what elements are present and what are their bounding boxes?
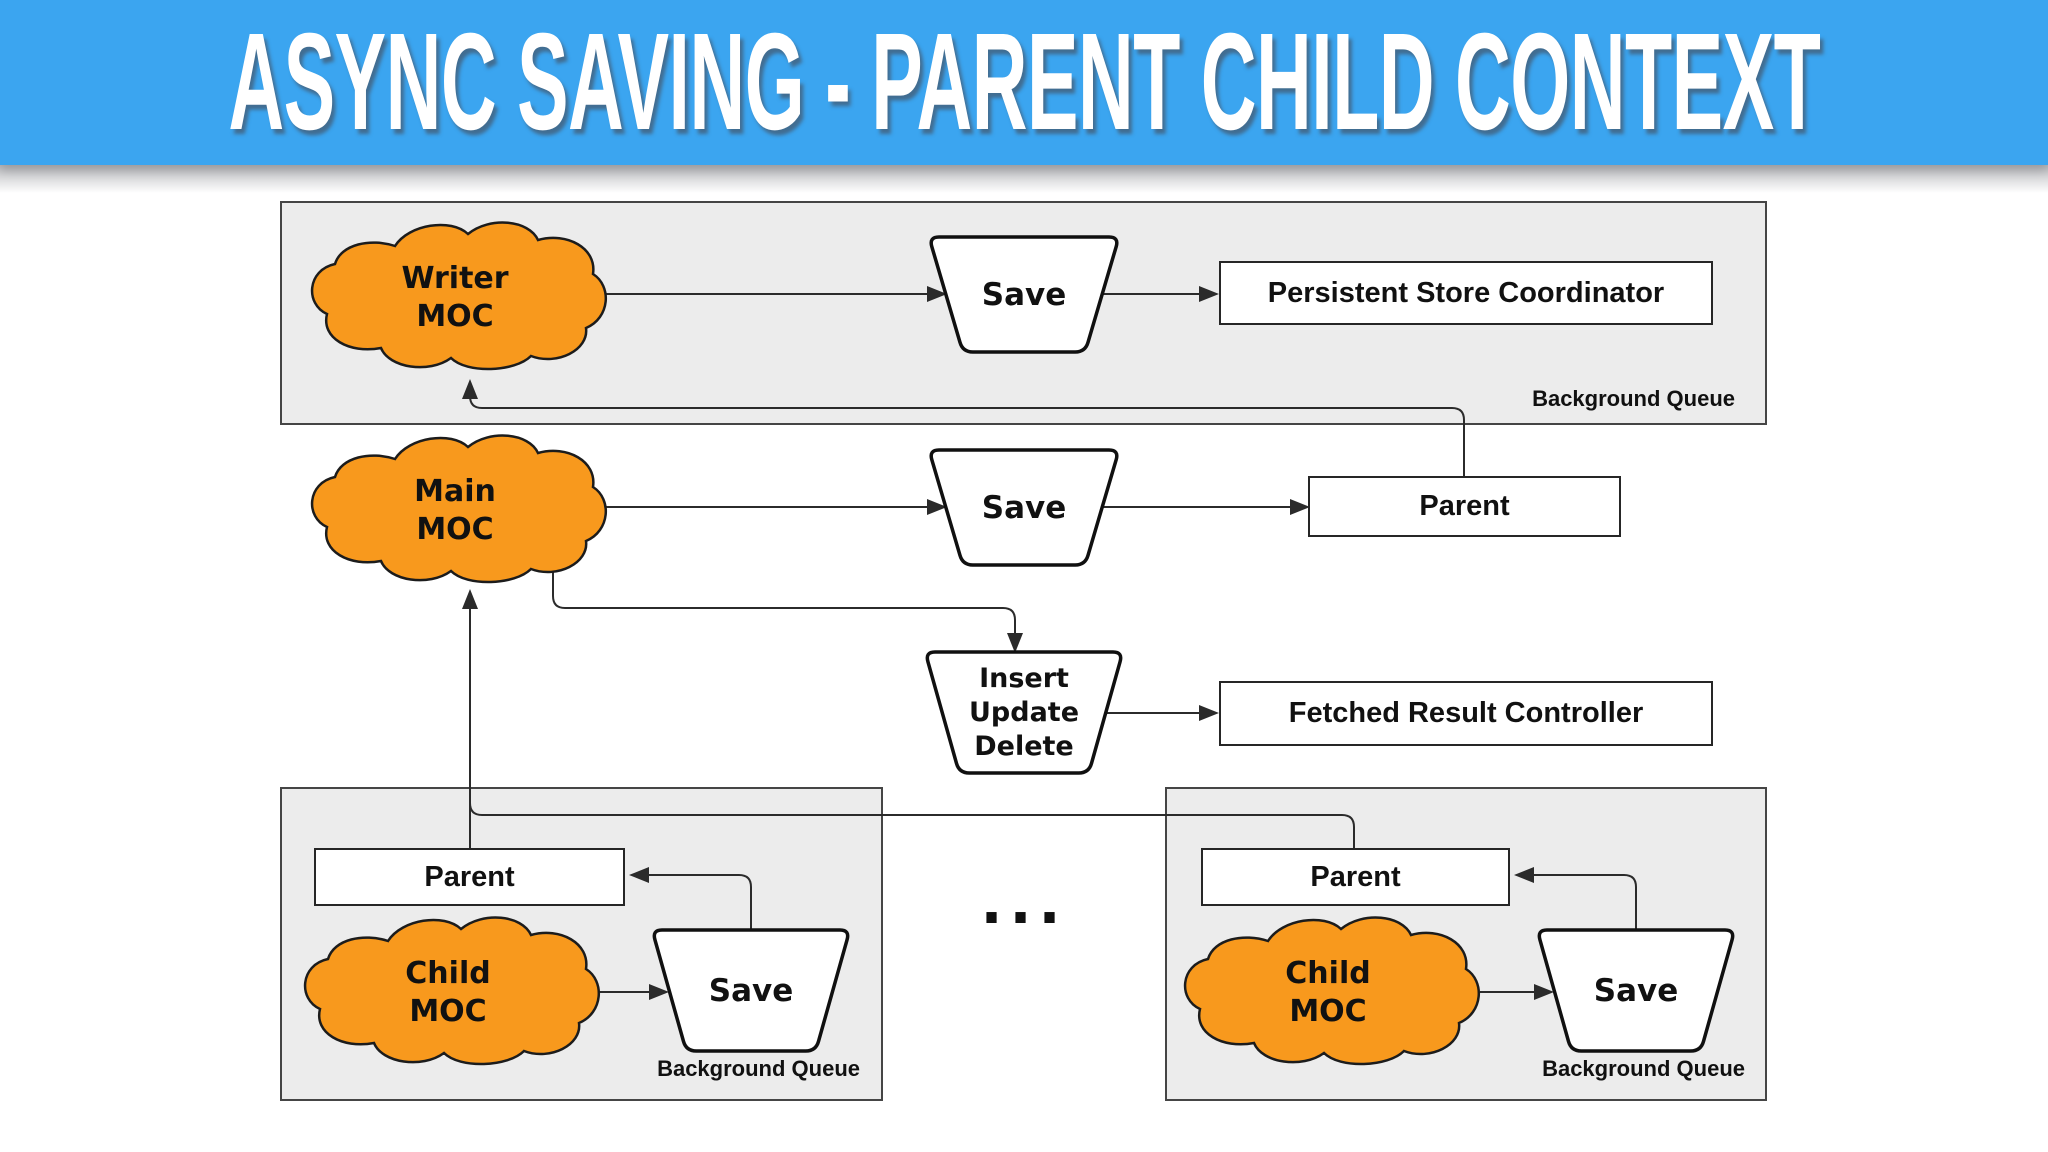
connector-parentright-merge: [469, 802, 1355, 849]
header-banner: ASYNC SAVING - PARENT CHILD CONTEXT: [0, 0, 2048, 165]
cloud-child-moc-right: [1183, 916, 1481, 1066]
rect-persistent-store-coordinator: [1219, 261, 1713, 325]
trapezoid-insert-update-delete: [925, 650, 1123, 775]
connector-main-to-insert: [552, 562, 1023, 653]
trapezoid-save-top: [929, 235, 1119, 354]
trapezoid-save-bottom-right: [1537, 928, 1735, 1053]
cloud-writer-moc: [310, 221, 608, 371]
cloud-main-moc: [310, 434, 608, 584]
rect-parent-bottom-left: [314, 848, 625, 906]
page-title: ASYNC SAVING - PARENT CHILD CONTEXT: [228, 5, 1820, 159]
connector-parent-to-writer-moc: [462, 379, 1465, 477]
connector-saveleft-to-parent: [629, 867, 752, 930]
rect-parent-middle: [1308, 476, 1621, 537]
rect-fetched-result-controller: [1219, 681, 1713, 746]
trapezoid-save-bottom-left: [652, 928, 850, 1053]
rect-parent-bottom-right: [1201, 848, 1510, 906]
connector-saveright-to-parent: [1514, 867, 1637, 930]
trapezoid-save-middle: [929, 448, 1119, 567]
cloud-child-moc-left: [303, 916, 601, 1066]
